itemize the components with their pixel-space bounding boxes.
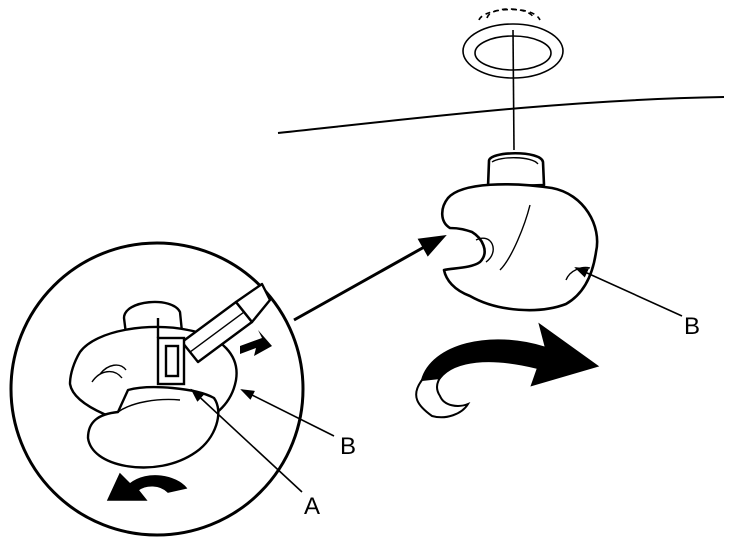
rotate-arrow-large — [415, 322, 600, 419]
label-a-inset: A — [304, 493, 320, 520]
leader-b-inset — [240, 389, 335, 437]
headliner-edge — [277, 96, 725, 134]
leader-a-inset — [190, 388, 303, 493]
mounting-hole — [462, 8, 564, 151]
label-b-inset: B — [340, 433, 356, 460]
rotate-arrow-small — [106, 472, 188, 501]
screwdriver — [180, 282, 272, 364]
push-arrow — [240, 330, 272, 356]
detail-inset — [9, 241, 335, 537]
leader-b-right — [574, 267, 683, 317]
link-arrow — [293, 234, 447, 322]
clip-b-right — [440, 152, 599, 312]
label-b-right: B — [684, 313, 700, 340]
tab-a — [156, 318, 186, 386]
